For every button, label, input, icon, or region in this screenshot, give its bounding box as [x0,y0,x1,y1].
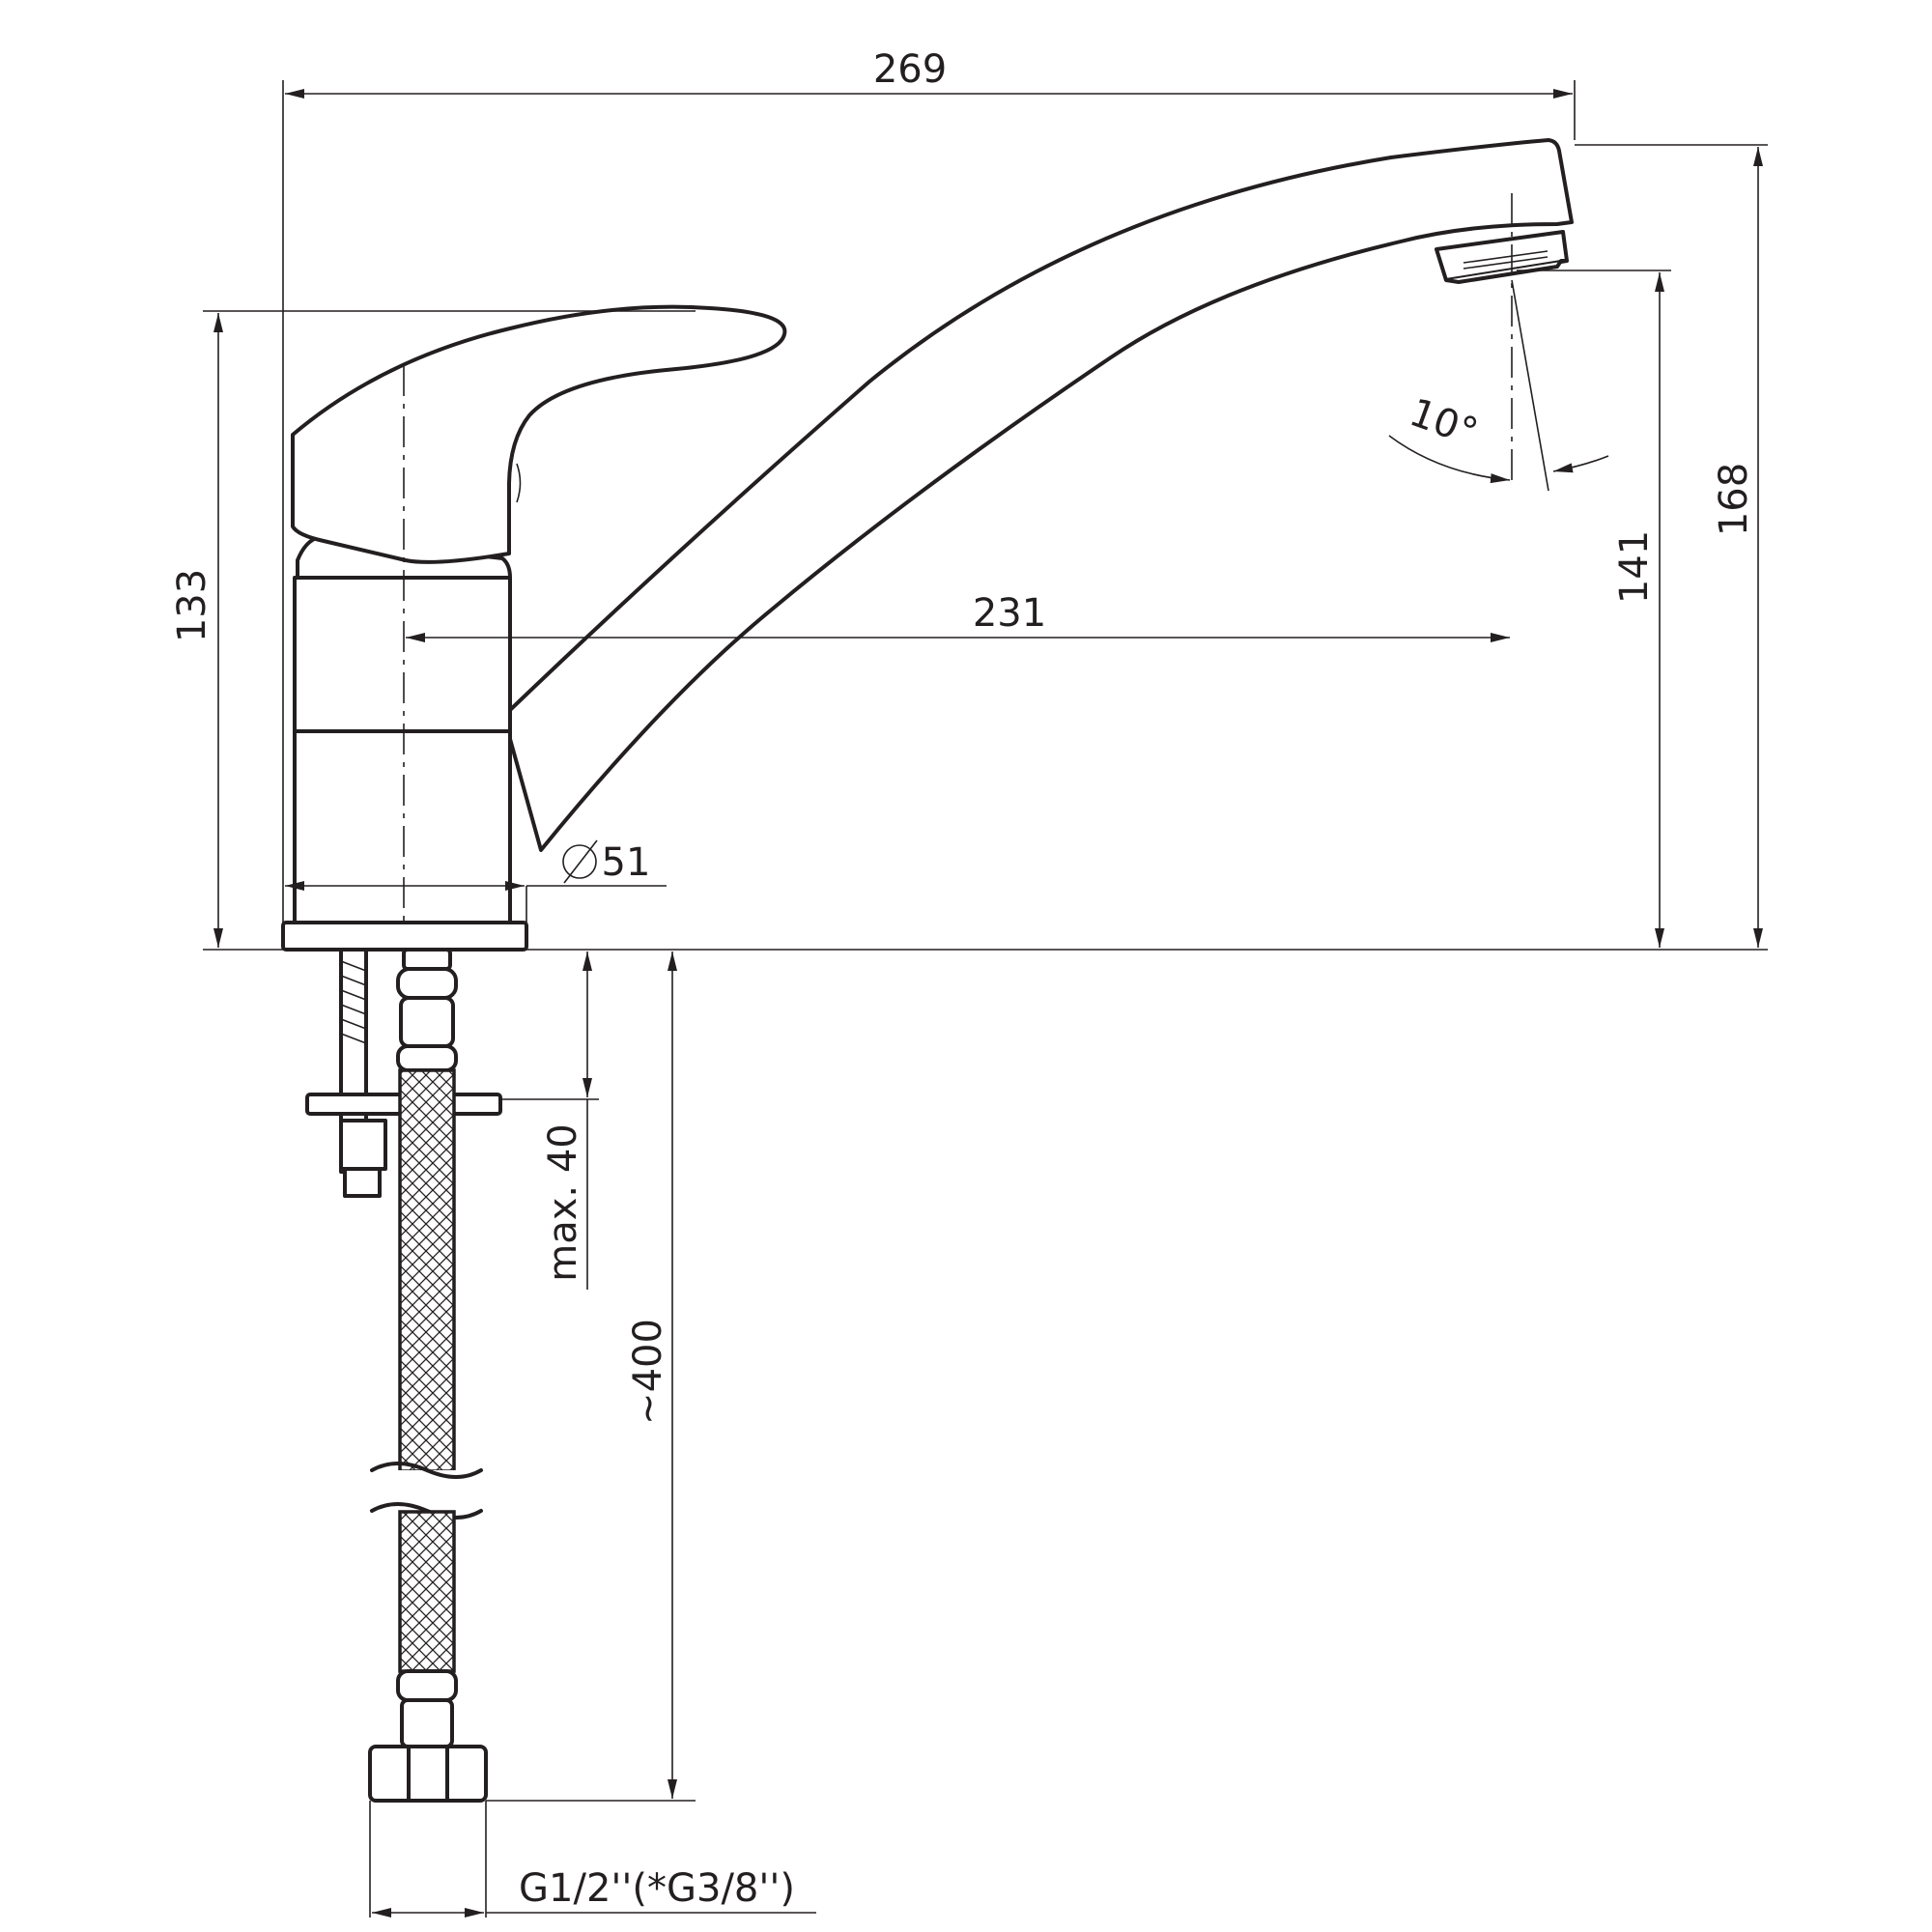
braided-hose-lower [398,1510,456,1673]
dim-hose-length: ~400 [626,1319,670,1425]
dim-outlet-height: 141 [1612,530,1657,604]
body-cylinder-upper [293,576,512,733]
lever-detail [516,463,522,503]
dim-spout-reach: 231 [973,591,1046,636]
hose-bottom-fitting [368,1669,488,1803]
spout [508,138,1574,852]
dim-thread-size: G1/2''(*G3/8'') [519,1866,795,1911]
aerator-angle-line [1511,279,1549,492]
dim-body-diameter: 51 [602,840,651,885]
dim-max-deck-thickness: max. 40 [541,1123,585,1281]
body-cylinder-lower [293,729,512,924]
dim-total-height: 168 [1712,463,1756,536]
extension-lines [203,80,1768,1918]
faucet-body [281,535,528,952]
braided-hose-upper [398,1068,456,1473]
dim-aerator-angle: 10° [1404,390,1483,455]
base-plate [281,921,528,952]
dim-lever-height: 133 [170,569,214,642]
lever-handle [291,304,787,564]
dimension-lines [213,89,1763,1918]
dim-overall-length: 269 [873,47,947,92]
diameter-symbol-icon [562,839,598,884]
mounting-stud [339,948,387,1198]
hose-top-fitting [396,948,458,1072]
aerator [1435,230,1569,284]
hose-break-marks [370,1462,483,1520]
